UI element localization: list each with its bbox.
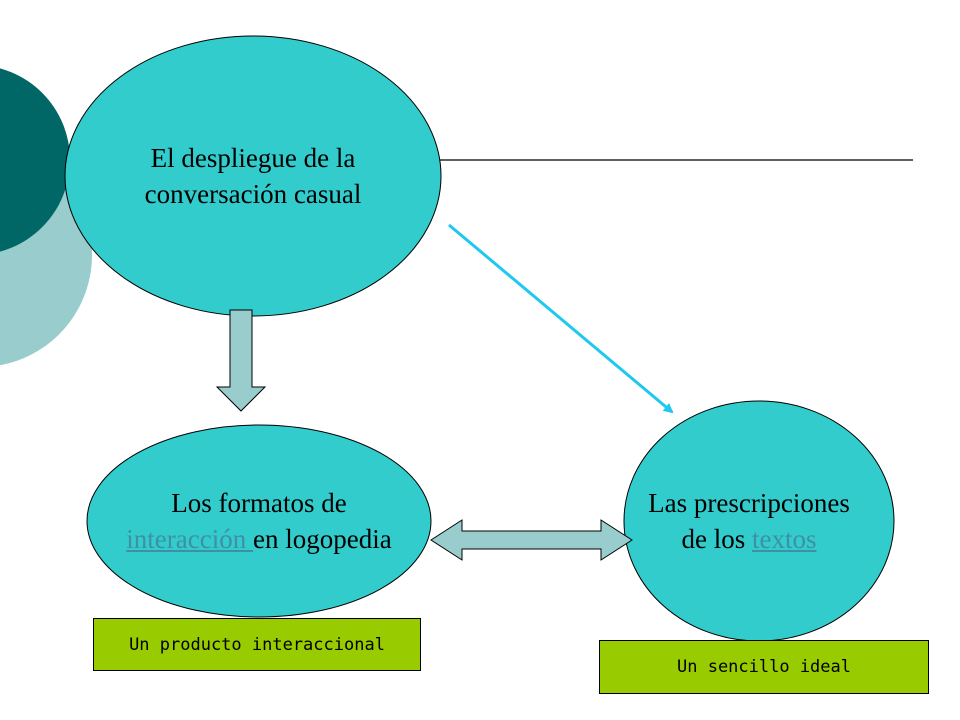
node-left-line2: interacción en logopedia <box>99 521 419 557</box>
box-left: Un producto interaccional <box>93 618 421 671</box>
block-arrow-down-icon <box>215 309 267 412</box>
node-left-label: Los formatos de interacción en logopedia <box>99 485 419 557</box>
block-arrow-left-right-icon <box>430 519 633 561</box>
node-left-line2-rest: en logopedia <box>252 524 392 554</box>
interaccion-link[interactable]: interacción <box>126 524 253 554</box>
node-top-line1: El despliegue de la <box>150 143 356 173</box>
node-top-line2: conversación casual <box>144 179 362 209</box>
node-top-label: El despliegue de la conversación casual <box>93 140 413 212</box>
diag-arrow-icon <box>448 223 674 414</box>
node-right-label: Las prescripciones de los textos <box>599 485 899 557</box>
decorative-circle-dark <box>0 68 70 252</box>
node-right-line2: de los textos <box>599 521 899 557</box>
node-left-line1: Los formatos de <box>171 488 347 518</box>
textos-link[interactable]: textos <box>752 524 817 554</box>
box-right: Un sencillo ideal <box>599 640 929 694</box>
node-top-ellipse <box>64 35 442 317</box>
node-right-line2-prefix: de los <box>681 524 752 554</box>
node-left-ellipse <box>86 424 432 618</box>
node-right-line1: Las prescripciones <box>648 488 850 518</box>
